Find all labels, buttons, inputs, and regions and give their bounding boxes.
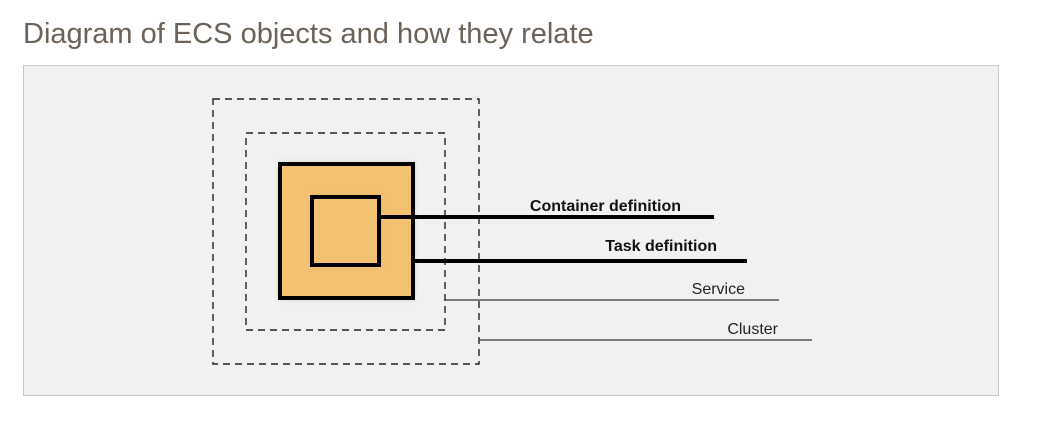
container-definition-box bbox=[310, 195, 381, 267]
task-definition-label: Task definition bbox=[605, 238, 717, 255]
container-definition-label: Container definition bbox=[530, 198, 681, 215]
page-title: Diagram of ECS objects and how they rela… bbox=[23, 18, 594, 50]
service-boundary bbox=[245, 132, 446, 331]
ecs-diagram: Container definition Task definition Ser… bbox=[212, 98, 812, 365]
service-label: Service bbox=[692, 281, 745, 298]
cluster-label: Cluster bbox=[727, 321, 778, 338]
cluster-boundary bbox=[212, 98, 480, 365]
diagram-panel: Container definition Task definition Ser… bbox=[23, 65, 999, 396]
